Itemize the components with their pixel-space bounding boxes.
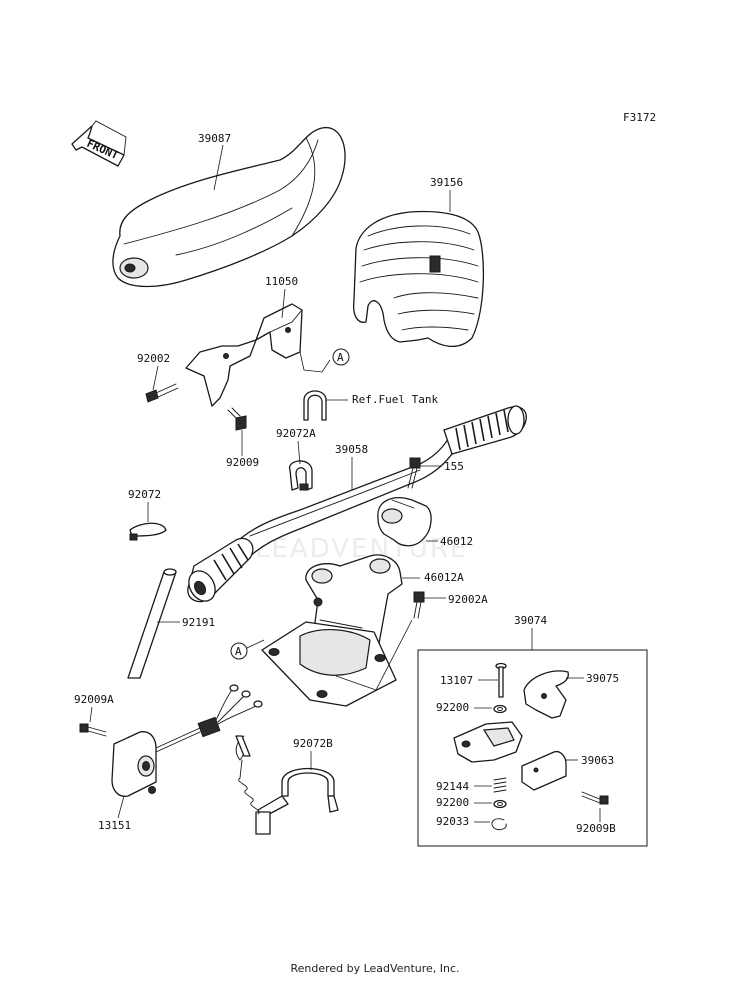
clamp-92072b-part[interactable] — [235, 735, 339, 835]
label-92200-lower: 92200 — [436, 796, 469, 809]
right-grip-part[interactable] — [443, 405, 527, 455]
label-39063: 39063 — [581, 754, 614, 767]
front-arrow-icon: FRONT — [71, 120, 127, 167]
screw-92009b-part[interactable] — [581, 791, 609, 805]
label-92072: 92072 — [128, 488, 161, 501]
label-46012a: 46012A — [424, 571, 464, 584]
label-46012: 46012 — [440, 535, 473, 548]
washer-92200-lower-part[interactable] — [493, 799, 507, 809]
throttle-housing-part[interactable] — [453, 721, 523, 763]
spring-92144-part[interactable] — [493, 777, 507, 793]
label-39075: 39075 — [586, 672, 619, 685]
assembly-39074-box — [417, 649, 648, 847]
cover-39063-part[interactable] — [521, 750, 567, 791]
label-92072a: 92072A — [276, 427, 316, 440]
label-155: 155 — [444, 460, 464, 473]
label-92009b: 92009B — [576, 822, 616, 835]
label-39087: 39087 — [198, 132, 231, 145]
label-39156: 39156 — [430, 176, 463, 189]
bolt-92002-part[interactable] — [145, 383, 179, 403]
label-39058: 39058 — [335, 443, 368, 456]
label-92033: 92033 — [436, 815, 469, 828]
label-92002a: 92002A — [448, 593, 488, 606]
ref-fuel-tank-label: Ref.Fuel Tank — [352, 393, 438, 406]
handlebar-pad-part[interactable] — [112, 127, 346, 288]
bracket-part[interactable] — [185, 303, 303, 407]
clamp-92072-part[interactable] — [129, 522, 167, 541]
ribbed-cover-part[interactable] — [352, 210, 485, 347]
left-grip-part[interactable] — [184, 537, 254, 605]
pin-13107-part[interactable] — [495, 662, 507, 698]
footer-credit: Rendered by LeadVenture, Inc. — [290, 962, 460, 975]
lever-39075-part[interactable] — [523, 670, 569, 719]
switch-13151-part[interactable] — [111, 684, 263, 797]
label-92009: 92009 — [226, 456, 259, 469]
fuel-tank-hose-ref — [303, 390, 327, 421]
figure-code: F3172 — [623, 111, 656, 124]
label-13107: 13107 — [440, 674, 473, 687]
clip-92033-part[interactable] — [491, 818, 507, 831]
label-13151: 13151 — [98, 819, 131, 832]
clamp-92072a-part[interactable] — [289, 460, 313, 491]
label-92002: 92002 — [137, 352, 170, 365]
label-92200-upper: 92200 — [436, 701, 469, 714]
label-11050: 11050 — [265, 275, 298, 288]
riser-46012a-part[interactable] — [261, 554, 403, 707]
callout-a-lower: A — [235, 645, 242, 658]
bolt-155-part[interactable] — [407, 457, 421, 489]
label-92191: 92191 — [182, 616, 215, 629]
label-92009a: 92009A — [74, 693, 114, 706]
bolt-92002a-part[interactable] — [413, 591, 425, 619]
label-92144: 92144 — [436, 780, 469, 793]
label-92072b: 92072B — [293, 737, 333, 750]
label-39074: 39074 — [514, 614, 547, 627]
washer-92200-upper-part[interactable] — [493, 704, 507, 714]
hose-92191-part[interactable] — [127, 568, 177, 679]
screw-92009-part[interactable] — [227, 407, 247, 431]
screw-92009a-part[interactable] — [79, 723, 107, 737]
callout-a-upper: A — [337, 351, 344, 364]
upper-clamp-46012-part[interactable] — [377, 497, 432, 547]
